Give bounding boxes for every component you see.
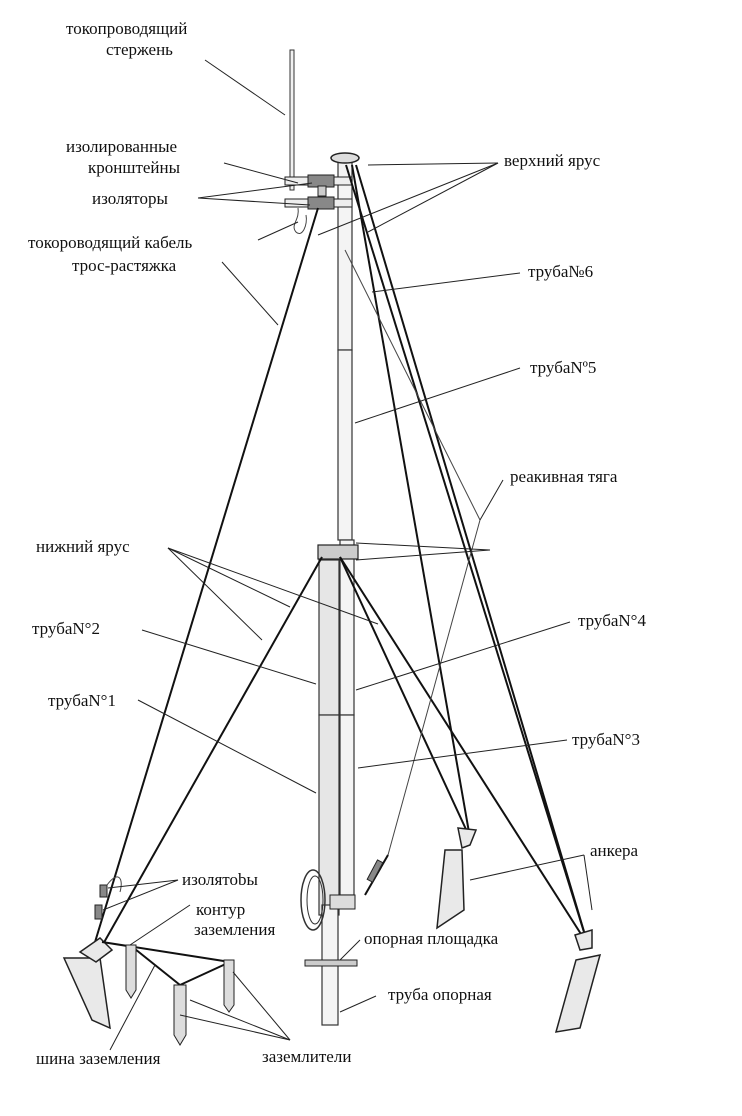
ground-rod-1: [125, 944, 137, 999]
label-pipe2: трубаN°2: [32, 619, 100, 638]
label-pipe5: трубаNº5: [530, 358, 596, 377]
pipe-1: [318, 714, 340, 916]
label-cable: токороводящий кабель: [28, 233, 193, 252]
label-insulators-top: изоляторы: [92, 189, 168, 208]
bottom-insulators: [94, 876, 122, 920]
upper-guy-wires: [91, 164, 589, 953]
label-reactive-rod: реакивная тяга: [510, 467, 618, 486]
pipe-3: [339, 714, 355, 896]
label-lower-tier: нижний ярус: [36, 537, 130, 556]
label-brackets-2: кронштейны: [88, 158, 181, 177]
anchor-right: [554, 954, 602, 1033]
label-ground-loop-2: заземления: [194, 920, 276, 939]
anchor-middle-head: [457, 827, 478, 850]
label-pipe3: трубаN°3: [572, 730, 640, 749]
label-guy-wire: трос-растяжка: [72, 256, 177, 275]
label-rod-1: токопроводящий: [66, 19, 187, 38]
pipe-6: [337, 159, 353, 351]
label-anchors: анкера: [590, 841, 639, 860]
upper-head-cap: [330, 152, 360, 164]
insulator-small: [317, 185, 327, 197]
anchors: [62, 827, 602, 1033]
reactive-rod: [344, 249, 481, 896]
label-pipe6: труба№6: [528, 262, 593, 281]
lower-guy-wires: [101, 556, 589, 947]
base-clamp: [329, 894, 356, 910]
pipe-5: [337, 349, 353, 541]
support-platform: [304, 959, 358, 967]
pipe-2: [318, 559, 340, 716]
label-brackets-1: изолированные: [66, 137, 177, 156]
label-support-pipe: труба опорная: [388, 985, 492, 1004]
label-upper-tier: верхний ярус: [504, 151, 601, 170]
top-brackets: [284, 174, 353, 234]
label-rod-2: стержень: [106, 40, 173, 59]
cable-coil: [300, 869, 326, 931]
cable-coil-inner: [306, 875, 324, 925]
ground-loop: [101, 941, 235, 1046]
anchor-right-head: [574, 928, 593, 951]
anchor-left: [62, 957, 111, 1030]
mast: [289, 49, 360, 1026]
insulator-upper: [307, 174, 335, 188]
insulator-lower: [307, 196, 335, 210]
turnbuckle: [366, 859, 384, 883]
label-pipe1: трубаN°1: [48, 691, 116, 710]
feed-cable: [293, 207, 307, 234]
lower-tier-head: [317, 544, 359, 560]
anchor-middle: [436, 849, 465, 930]
leader-lines: [102, 59, 593, 1051]
label-ground-bus: шина заземления: [36, 1049, 161, 1068]
conductive-rod: [289, 49, 295, 191]
anchor-left-head: [78, 937, 114, 963]
labels: токопроводящий стержень изолированные кр…: [28, 19, 646, 1068]
label-ground-loop-1: контур: [196, 900, 245, 919]
label-support-platform: опорная площадка: [364, 929, 499, 948]
label-pipe4: трубаN°4: [578, 611, 646, 630]
label-insulators-bottom: изолятоbы: [182, 870, 258, 889]
label-ground-rods: заземлители: [262, 1047, 351, 1066]
ground-rod-3: [223, 959, 235, 1013]
